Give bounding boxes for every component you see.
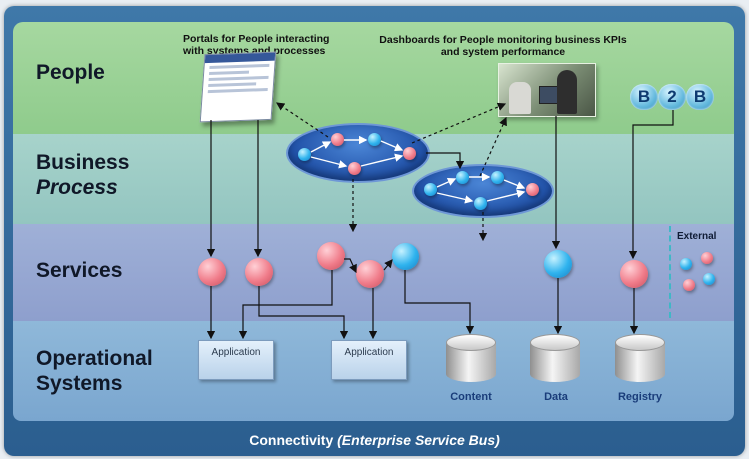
external-node <box>680 258 692 270</box>
service-node <box>356 260 384 288</box>
application-box: Application <box>198 340 274 380</box>
footer-prefix: Connectivity <box>249 432 338 448</box>
people-layer-title: People <box>36 61 105 84</box>
business-process-layer-title: Business Process <box>36 150 129 200</box>
flow-arrow <box>344 258 357 274</box>
process-node <box>491 171 504 184</box>
service-node <box>245 258 273 286</box>
portals-caption: Portals for People interacting with syst… <box>183 33 330 57</box>
external-label: External <box>677 231 717 242</box>
b2b-number-2: 2 <box>658 84 686 110</box>
service-node <box>317 242 345 270</box>
database-cylinder-icon <box>530 334 580 388</box>
external-services-group <box>669 226 731 318</box>
database-cylinder-icon <box>615 334 665 388</box>
dotted-arrow <box>411 102 507 144</box>
dotted-arrow <box>276 102 329 138</box>
flow-arrow <box>383 259 393 271</box>
footer-esb: (Enterprise Service Bus) <box>337 432 500 448</box>
people-layer-band <box>13 22 734 134</box>
service-node <box>198 258 226 286</box>
process-node <box>298 148 311 161</box>
dashboards-caption: Dashboards for People monitoring busines… <box>379 34 627 58</box>
external-node <box>703 273 715 285</box>
flow-arrow <box>404 270 475 335</box>
connectivity-footer: Connectivity (Enterprise Service Bus) <box>4 427 745 453</box>
process-node <box>526 183 539 196</box>
service-node <box>392 243 419 270</box>
registry-store-label: Registry <box>617 391 663 403</box>
external-node <box>701 252 713 264</box>
flow-arrow <box>628 110 674 260</box>
business-process-title-line2: Process <box>36 176 118 199</box>
process-node <box>348 162 361 175</box>
person-figure <box>557 70 577 114</box>
b2b-badge: B 2 B <box>630 84 716 110</box>
services-layer-title: Services <box>36 259 123 282</box>
flow-arrow <box>238 270 333 340</box>
b2b-letter-b: B <box>686 84 714 110</box>
database-cylinder-icon <box>446 334 496 388</box>
dashboard-photo-icon <box>498 63 596 117</box>
external-node <box>683 279 695 291</box>
application-box: Application <box>331 340 407 380</box>
process-node <box>424 183 437 196</box>
process-node <box>368 133 381 146</box>
process-node <box>474 197 487 210</box>
flow-arrow <box>258 286 349 340</box>
data-store-label: Data <box>544 391 568 403</box>
process-node <box>403 147 416 160</box>
person-figure <box>509 82 531 114</box>
operational-title-line2: Systems <box>36 372 123 395</box>
business-process-title-line1: Business <box>36 151 130 174</box>
dotted-arrow <box>479 116 507 177</box>
service-node <box>620 260 648 288</box>
operational-systems-layer-title: Operational Systems <box>36 346 153 396</box>
process-node <box>331 133 344 146</box>
flow-arrow <box>426 152 465 170</box>
operational-title-line1: Operational <box>36 347 153 370</box>
service-node <box>544 250 572 278</box>
content-store-label: Content <box>450 391 492 403</box>
process-node <box>456 171 469 184</box>
b2b-letter-b: B <box>630 84 658 110</box>
